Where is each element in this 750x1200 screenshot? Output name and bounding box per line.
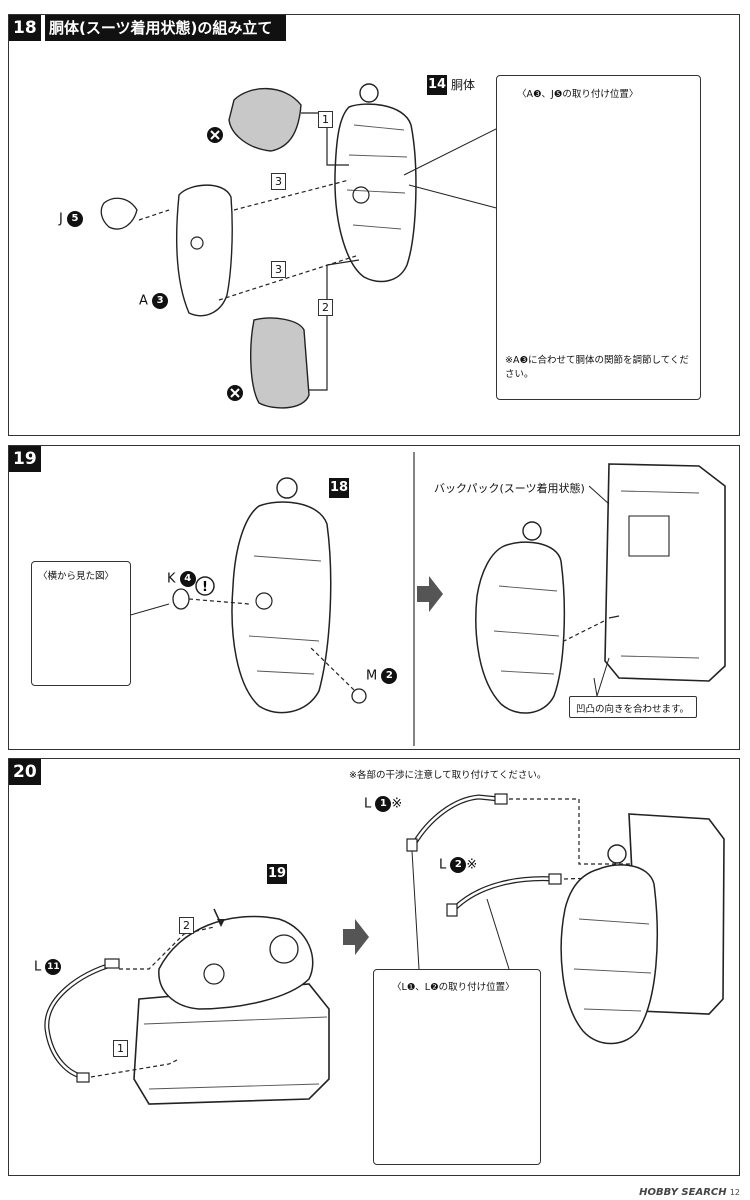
tag-1: 1 — [318, 111, 333, 128]
svg-text:!: ! — [202, 580, 208, 595]
tag-3: 3 — [271, 261, 286, 278]
part-l11-number: 11 — [45, 959, 62, 975]
part-k-number: 4 — [179, 571, 196, 587]
step-20-panel: 20 — [8, 758, 740, 1176]
ref-number: 19 — [267, 864, 287, 884]
ref-label: 胴体 — [451, 78, 476, 92]
part-a-label: A 3 — [139, 293, 169, 309]
step-19-panel: 19 ! ! — [8, 445, 740, 750]
part-l1-label: L 1※ — [364, 796, 403, 812]
align-note: 凹凸の向きを合わせます。 — [576, 704, 690, 715]
align-note-box: 凹凸の向きを合わせます。 — [569, 696, 697, 718]
tag-1: 1 — [113, 1040, 128, 1057]
caution-note: ※各部の干渉に注意して取り付けてください。 — [349, 770, 547, 781]
page-number: 12 — [729, 1188, 740, 1197]
step-number: 19 — [9, 446, 41, 472]
part-m-number: 2 — [381, 668, 398, 684]
side-view-box: 〈横から見た図〉 — [31, 561, 131, 686]
footer-credit: HOBBY SEARCH 12 — [639, 1187, 740, 1198]
attachment-position-box: 〈L❶、L❷の取り付け位置〉 — [373, 969, 541, 1165]
part-l2-number: 2 — [450, 857, 467, 873]
part-l2-label: L 2※ — [439, 857, 478, 873]
step-18-panel: 18 胴体(スーツ着用状態)の組み立て 1 3 3 — [8, 14, 740, 436]
part-m-label: M 2 — [366, 668, 398, 684]
step-number: 18 — [9, 15, 41, 41]
box-title: 〈L❶、L❷の取り付け位置〉 — [392, 982, 515, 993]
tag-2: 2 — [179, 917, 194, 934]
part-k-label: K 4 — [167, 571, 196, 587]
part-l1-number: 1 — [375, 796, 392, 812]
tag-2: 2 — [318, 299, 333, 316]
part-a-number: 3 — [152, 293, 169, 309]
ref-number: 18 — [329, 478, 349, 498]
backpack-label: バックパック(スーツ着用状態) — [434, 482, 585, 495]
attachment-position-box: 〈A❸、J❺の取り付け位置〉 ※A❸に合わせて胴体の関節を調節してください。 — [496, 75, 701, 400]
part-l11-label: L 11 — [34, 959, 62, 975]
part-j-number: 5 — [66, 211, 83, 227]
step-19-illustration: ! ! — [60, 452, 726, 746]
side-view-title: 〈横から見た図〉 — [38, 571, 115, 582]
step-title: 胴体(スーツ着用状態)の組み立て — [45, 15, 287, 41]
box-title: 〈A❸、J❺の取り付け位置〉 — [517, 89, 639, 100]
brand-logo: HOBBY SEARCH — [639, 1187, 727, 1198]
step-number: 20 — [9, 759, 41, 785]
tag-3: 3 — [271, 173, 286, 190]
ref-number: 14 — [427, 75, 447, 95]
box-note: ※A❸に合わせて胴体の関節を調節してください。 — [505, 355, 689, 380]
part-j-label: J 5 — [59, 211, 83, 227]
